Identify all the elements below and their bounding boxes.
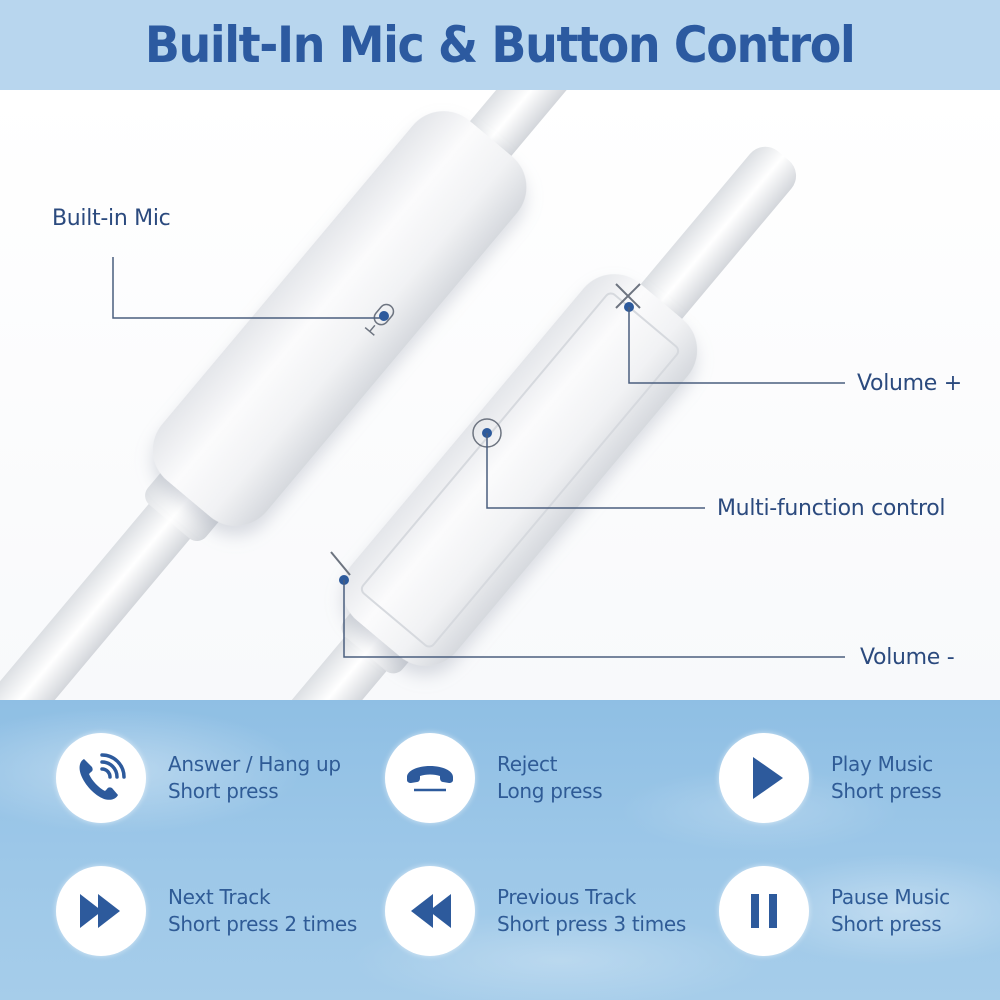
function-action: Short press 3 times bbox=[497, 912, 686, 936]
rewind-icon bbox=[385, 866, 475, 956]
earphone-remote-illustration bbox=[0, 90, 845, 700]
multi-callout-line bbox=[486, 433, 705, 509]
volume-down-label: Volume - bbox=[860, 645, 955, 670]
function-title: Answer / Hang up bbox=[168, 752, 341, 776]
fast-forward-icon bbox=[56, 866, 146, 956]
page-title: Built-In Mic & Button Control bbox=[145, 16, 856, 74]
function-play: Play Music Short press bbox=[719, 733, 942, 823]
play-icon bbox=[719, 733, 809, 823]
multi-function-label: Multi-function control bbox=[717, 496, 946, 521]
plus-icon bbox=[615, 283, 641, 309]
hang-up-icon bbox=[385, 733, 475, 823]
mic-label: Built-in Mic bbox=[52, 206, 171, 231]
phone-ringing-icon bbox=[56, 733, 146, 823]
pause-icon bbox=[719, 866, 809, 956]
function-title: Play Music bbox=[831, 752, 933, 776]
function-reject: Reject Long press bbox=[385, 733, 603, 823]
function-action: Long press bbox=[497, 779, 603, 803]
volume-down-callout-line bbox=[343, 580, 845, 658]
function-guide: Answer / Hang up Short press Reject Long… bbox=[0, 700, 1000, 1000]
control-housing bbox=[173, 146, 797, 700]
function-pause: Pause Music Short press bbox=[719, 866, 950, 956]
mic-callout-line bbox=[112, 257, 380, 319]
function-title: Reject bbox=[497, 752, 558, 776]
function-action: Short press bbox=[168, 779, 279, 803]
volume-up-callout-line bbox=[628, 307, 845, 384]
minus-icon bbox=[330, 551, 351, 576]
function-action: Short press bbox=[831, 912, 942, 936]
function-answer: Answer / Hang up Short press bbox=[56, 733, 341, 823]
microphone-icon bbox=[364, 303, 395, 336]
function-title: Next Track bbox=[168, 885, 271, 909]
function-title: Pause Music bbox=[831, 885, 950, 909]
product-image-area: Built-in Mic Volume + Multi-function con… bbox=[0, 90, 1000, 700]
function-action: Short press bbox=[831, 779, 942, 803]
function-next-track: Next Track Short press 2 times bbox=[56, 866, 357, 956]
volume-up-label: Volume + bbox=[857, 371, 962, 396]
function-previous-track: Previous Track Short press 3 times bbox=[385, 866, 686, 956]
function-title: Previous Track bbox=[497, 885, 637, 909]
function-action: Short press 2 times bbox=[168, 912, 357, 936]
header-banner: Built-In Mic & Button Control bbox=[0, 0, 1000, 90]
